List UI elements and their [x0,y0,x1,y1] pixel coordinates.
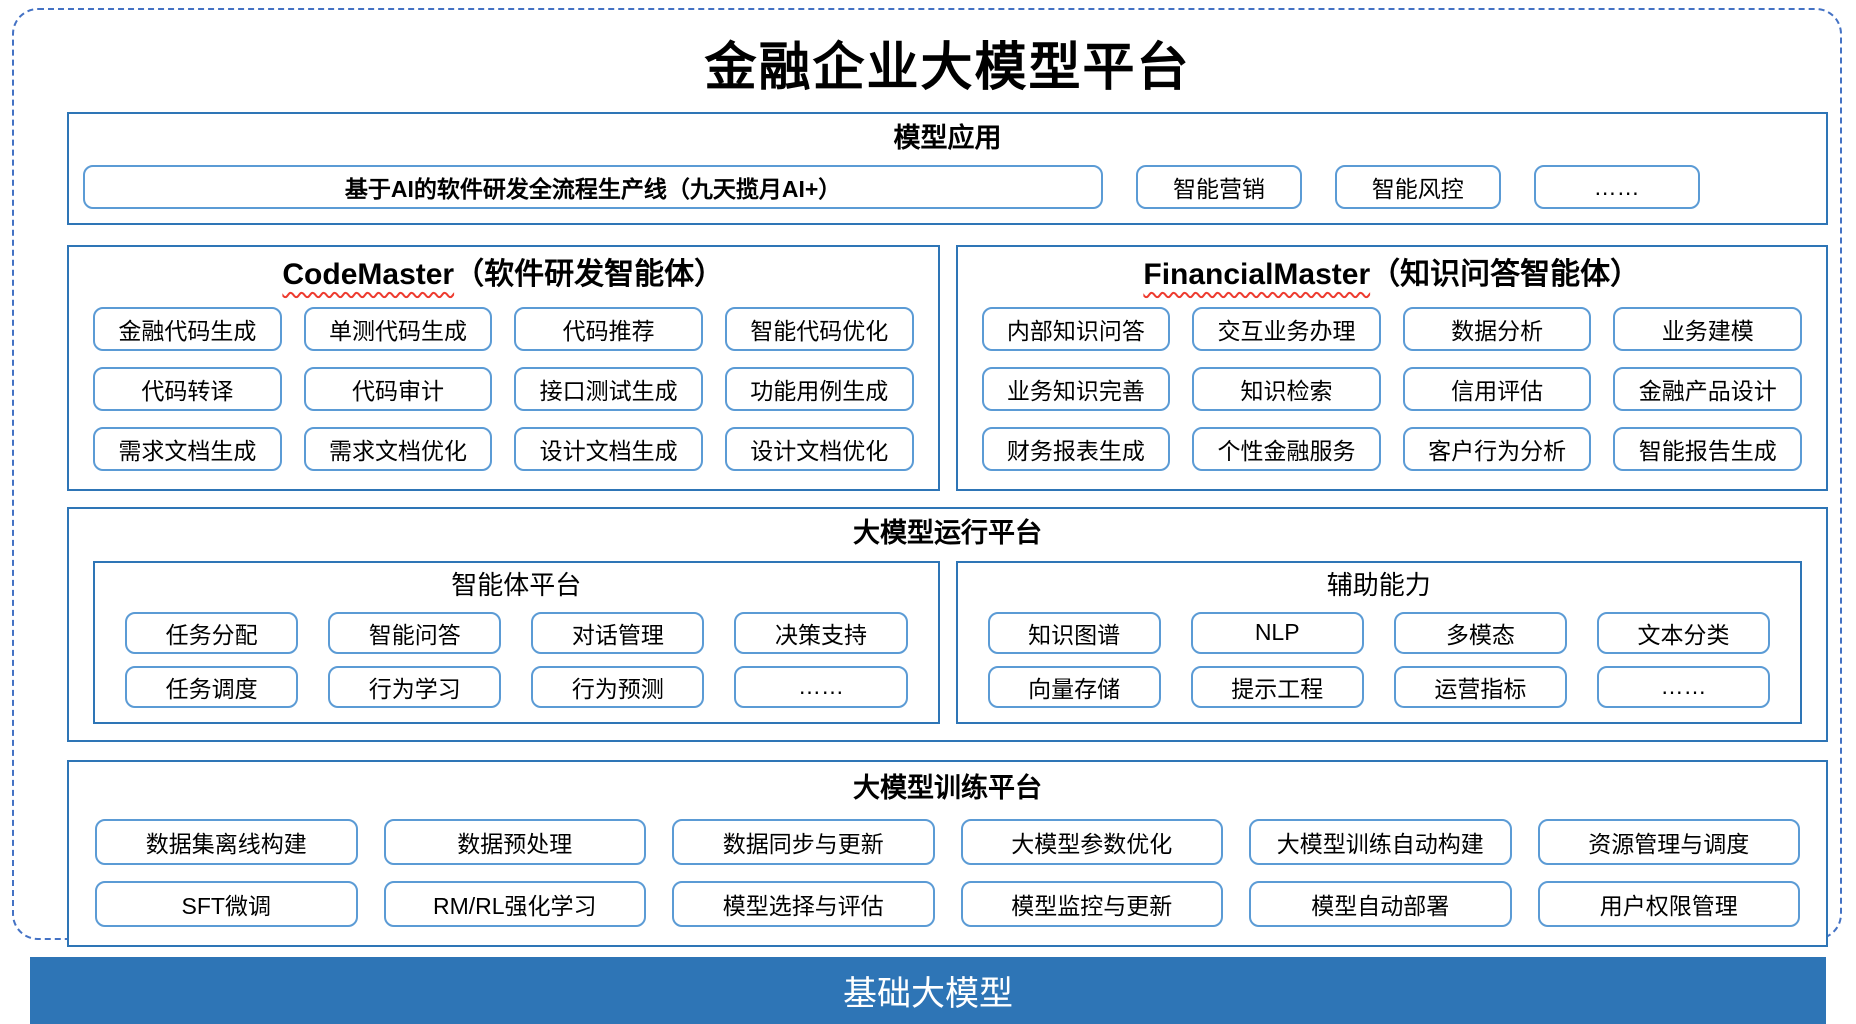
foundation-model-label: 基础大模型 [843,975,1013,1013]
aux-capability-item: 提示工程 [1190,665,1364,708]
aux-capability-item: 向量存储 [987,665,1161,708]
app-item-box: 智能营销 [1135,165,1302,210]
financialmaster-item: 交互业务办理 [1192,307,1381,352]
financialmaster-item: 个性金融服务 [1192,427,1381,472]
codemaster-item: 代码推荐 [514,307,703,352]
agent-platform-item: 行为预测 [531,665,705,708]
financialmaster-grid: 内部知识问答 交互业务办理 数据分析 业务建模 业务知识完善 知识检索 信用评估… [981,307,1802,472]
financialmaster-name: FinancialMaster [1143,258,1371,292]
training-platform-header: 大模型训练平台 [853,772,1042,803]
financialmaster-item: 智能报告生成 [1613,427,1802,472]
model-applications-header: 模型应用 [893,122,1002,153]
agent-platform-grid: 任务分配 智能问答 对话管理 决策支持 任务调度 行为学习 行为预测 …… [125,611,908,708]
codemaster-name: CodeMaster [282,258,455,292]
training-item: 模型选择与评估 [672,881,935,928]
training-item: 大模型参数优化 [960,819,1223,866]
aux-capability-item: …… [1596,665,1770,708]
aux-capability-box: 辅助能力 知识图谱 NLP 多模态 文本分类 向量存储 提示工程 运营指标 …… [955,561,1802,724]
section-financialmaster: FinancialMaster（知识问答智能体） 内部知识问答 交互业务办理 数… [955,245,1828,492]
section-training-platform: 大模型训练平台 数据集离线构建 数据预处理 数据同步与更新 大模型参数优化 大模… [67,759,1828,948]
agent-platform-item: 任务调度 [125,665,299,708]
codemaster-item: 需求文档优化 [303,427,493,472]
financialmaster-item: 信用评估 [1402,367,1592,412]
financialmaster-item: 业务建模 [1613,307,1802,352]
aux-capability-item: NLP [1190,611,1364,654]
agent-platform-item: 对话管理 [531,611,705,654]
codemaster-item: 功能用例生成 [724,367,914,412]
codemaster-item: 代码转译 [93,367,282,412]
training-item: 数据同步与更新 [672,819,935,866]
codemaster-item: 智能代码优化 [724,307,914,352]
app-item-box: 智能风控 [1334,165,1501,210]
platform-diagram: 金融企业大模型平台 模型应用 基于AI的软件研发全流程生产线（九天揽月AI+） … [12,8,1842,948]
codemaster-item: 单测代码生成 [303,307,493,352]
training-item: 模型自动部署 [1249,881,1512,928]
aux-capability-item: 知识图谱 [987,611,1161,654]
foundation-model-bar: 基础大模型 [30,957,1826,1024]
training-item: 数据集离线构建 [95,819,358,866]
financialmaster-item: 知识检索 [1192,367,1381,412]
app-item-box: …… [1533,165,1700,210]
training-item: 数据预处理 [383,819,646,866]
agents-row: CodeMaster（软件研发智能体） 金融代码生成 单测代码生成 代码推荐 智… [67,245,1828,492]
section-codemaster: CodeMaster（软件研发智能体） 金融代码生成 单测代码生成 代码推荐 智… [67,245,940,492]
aux-capability-item: 多模态 [1393,611,1567,654]
financialmaster-item: 内部知识问答 [981,307,1171,352]
financialmaster-item: 业务知识完善 [981,367,1171,412]
codemaster-item: 接口测试生成 [514,367,703,412]
financialmaster-item: 财务报表生成 [981,427,1171,472]
codemaster-item: 需求文档生成 [93,427,282,472]
training-item: 大模型训练自动构建 [1249,819,1512,866]
financialmaster-subtitle: （知识问答智能体） [1370,258,1641,292]
financialmaster-header: FinancialMaster（知识问答智能体） [982,257,1803,293]
model-applications-row: 基于AI的软件研发全流程生产线（九天揽月AI+） 智能营销 智能风控 …… [83,165,1812,210]
training-item: RM/RL强化学习 [383,881,646,928]
section-runtime-platform: 大模型运行平台 智能体平台 任务分配 智能问答 对话管理 决策支持 任务调度 行… [67,507,1828,742]
training-item: 模型监控与更新 [960,881,1223,928]
codemaster-subtitle: （软件研发智能体） [454,258,725,292]
agent-platform-header: 智能体平台 [451,570,582,601]
diagram-title: 金融企业大模型平台 [704,37,1191,98]
aux-capability-item: 运营指标 [1393,665,1567,708]
codemaster-grid: 金融代码生成 单测代码生成 代码推荐 智能代码优化 代码转译 代码审计 接口测试… [93,307,914,472]
agent-platform-item: …… [734,665,908,708]
agent-platform-item: 决策支持 [734,611,908,654]
codemaster-item: 代码审计 [303,367,493,412]
agent-platform-box: 智能体平台 任务分配 智能问答 对话管理 决策支持 任务调度 行为学习 行为预测… [93,561,940,724]
agent-platform-item: 行为学习 [328,665,502,708]
agent-platform-item: 任务分配 [125,611,299,654]
runtime-row: 智能体平台 任务分配 智能问答 对话管理 决策支持 任务调度 行为学习 行为预测… [93,561,1802,724]
app-pipeline-box: 基于AI的软件研发全流程生产线（九天揽月AI+） [83,165,1104,210]
agent-platform-item: 智能问答 [328,611,502,654]
codemaster-item: 金融代码生成 [93,307,282,352]
aux-capability-item: 文本分类 [1596,611,1770,654]
training-item: 用户权限管理 [1537,881,1800,928]
codemaster-item: 设计文档生成 [514,427,703,472]
financialmaster-item: 金融产品设计 [1613,367,1802,412]
codemaster-header: CodeMaster（软件研发智能体） [93,257,914,293]
training-item: 资源管理与调度 [1537,819,1800,866]
aux-capability-grid: 知识图谱 NLP 多模态 文本分类 向量存储 提示工程 运营指标 …… [987,611,1770,708]
aux-capability-header: 辅助能力 [1326,570,1431,601]
training-platform-grid: 数据集离线构建 数据预处理 数据同步与更新 大模型参数优化 大模型训练自动构建 … [95,819,1800,928]
codemaster-item: 设计文档优化 [724,427,914,472]
financialmaster-item: 客户行为分析 [1402,427,1592,472]
runtime-platform-header: 大模型运行平台 [853,518,1042,549]
section-model-applications: 模型应用 基于AI的软件研发全流程生产线（九天揽月AI+） 智能营销 智能风控 … [67,111,1828,226]
financialmaster-item: 数据分析 [1402,307,1592,352]
training-item: SFT微调 [95,881,358,928]
